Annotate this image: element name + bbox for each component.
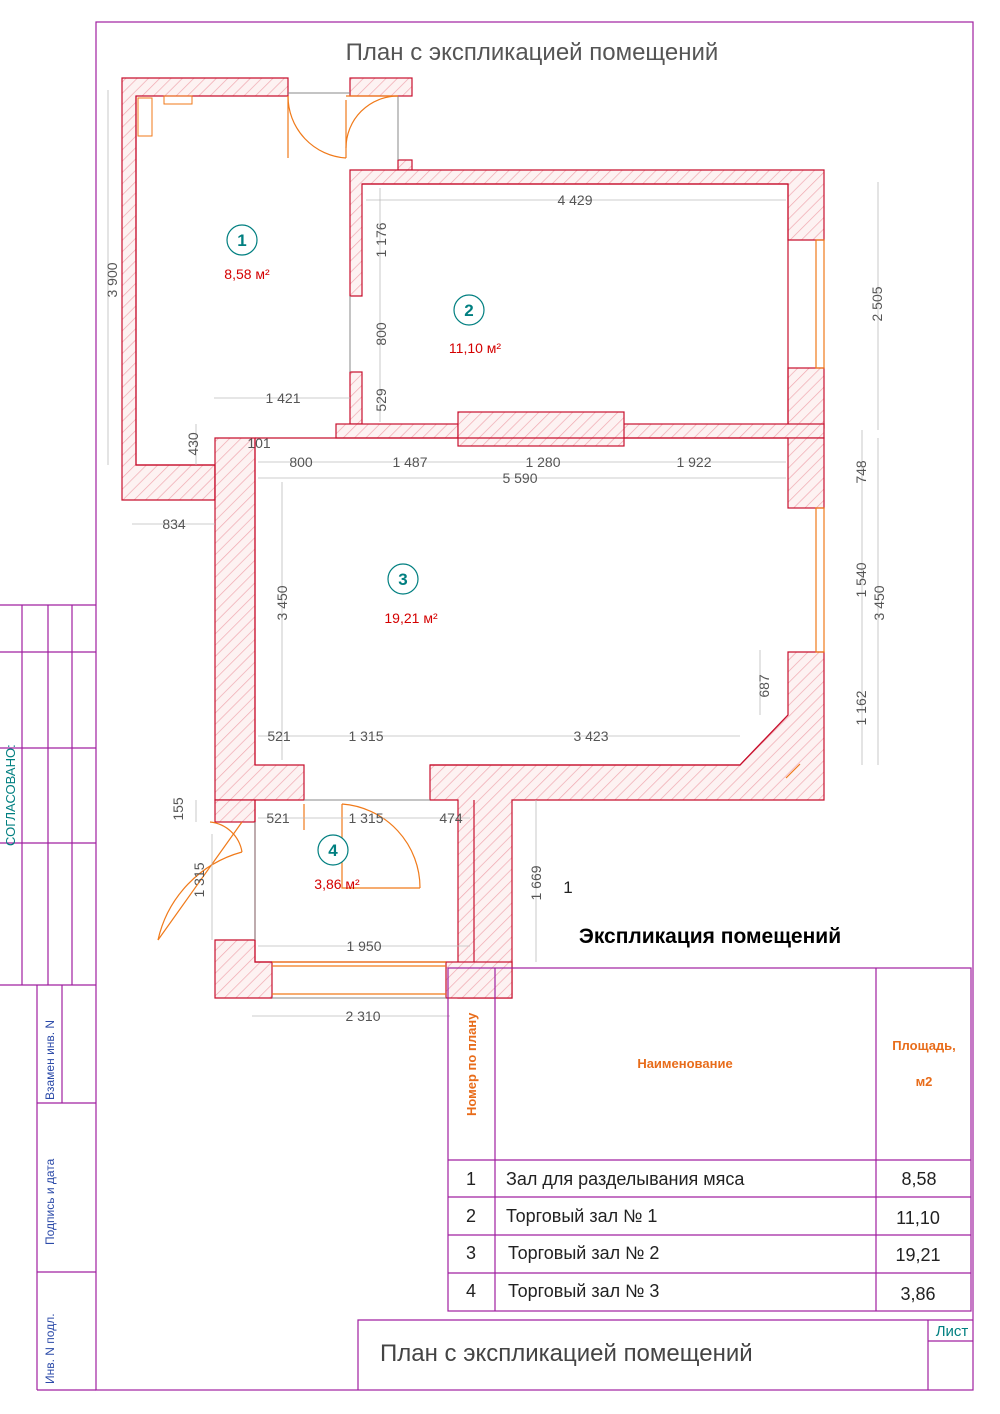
dim-800-room2: 800: [373, 322, 389, 346]
row-2-area: 11,10: [896, 1208, 940, 1228]
openings: [254, 92, 446, 999]
dim-521-room4: 521: [266, 810, 290, 826]
row-1-area: 8,58: [901, 1169, 936, 1189]
page-title: План с экспликацией помещений: [346, 39, 719, 66]
side-label-signature: Подпись и дата: [43, 1158, 57, 1245]
dim-3450-right: 3 450: [871, 585, 887, 620]
dim-529: 529: [373, 388, 389, 412]
table-row: 2 Торговый зал № 1 11,10: [466, 1206, 940, 1228]
table-row: 4 Торговый зал № 3 3,86: [466, 1281, 936, 1304]
wall-room-2-left-pier: [349, 371, 363, 425]
dim-1315-door: 1 315: [191, 862, 207, 897]
dim-748: 748: [853, 460, 869, 484]
table-row: 1 Зал для разделывания мяса 8,58: [466, 1169, 937, 1189]
dim-1950: 1 950: [346, 938, 381, 954]
dim-3423: 3 423: [573, 728, 608, 744]
row-4-name: Торговый зал № 3: [508, 1281, 659, 1301]
dimension-lines: [107, 90, 879, 1017]
row-1-number: 1: [466, 1169, 476, 1189]
room-number-2: 2: [464, 301, 473, 320]
wall-middle-niche: [457, 411, 625, 447]
table-row: 3 Торговый зал № 2 19,21: [466, 1243, 941, 1265]
row-3-area: 19,21: [895, 1245, 940, 1265]
dim-1315-room4: 1 315: [348, 810, 383, 826]
stamp-title: План с экспликацией помещений: [380, 1340, 753, 1367]
wall-room-1-stub: [397, 159, 413, 171]
row-3-name: Торговый зал № 2: [508, 1243, 659, 1263]
dim-1487: 1 487: [392, 454, 427, 470]
dim-1280: 1 280: [525, 454, 560, 470]
row-2-number: 2: [466, 1206, 476, 1226]
explication-title: Экспликация помещений: [579, 925, 841, 948]
wall-room-2: [349, 169, 825, 297]
side-label-replace-inv: Взамен инв. N: [43, 1020, 57, 1100]
dim-521-room3: 521: [267, 728, 291, 744]
dim-2505: 2 505: [869, 286, 885, 321]
wall-room-2-right-pier: [787, 367, 825, 429]
dim-1162: 1 162: [853, 690, 869, 725]
col-header-area-1: Площадь,: [892, 1038, 956, 1053]
walls: [121, 77, 825, 999]
dim-2310: 2 310: [345, 1008, 380, 1024]
row-2-name: Торговый зал № 1: [506, 1206, 657, 1226]
dim-1669: 1 669: [528, 865, 544, 900]
windows: [272, 239, 825, 995]
room-area-1: 8,58 м²: [224, 266, 270, 282]
dim-155: 155: [170, 797, 186, 821]
room-marker-2[interactable]: 2 11,10 м²: [449, 294, 502, 356]
sheet-frame: [0, 21, 974, 1391]
sheet-label: Лист: [936, 1323, 969, 1340]
dim-687: 687: [756, 674, 772, 698]
col-header-name: Наименование: [637, 1056, 732, 1071]
room-area-4: 3,86 м²: [314, 876, 360, 892]
fixtures-room-1: [137, 95, 193, 137]
row-4-area: 3,86: [900, 1284, 935, 1304]
room-number-3: 3: [398, 570, 407, 589]
room-number-1: 1: [237, 231, 246, 250]
dim-1176: 1 176: [373, 222, 389, 257]
room-marker-3[interactable]: 3 19,21 м²: [384, 563, 438, 626]
room-area-3: 19,21 м²: [384, 610, 438, 626]
stray-label: 1: [563, 878, 572, 897]
doors: [157, 95, 801, 941]
agreed-label: СОГЛАСОВАНО:: [3, 744, 18, 846]
wall-room-4-top-left: [214, 799, 256, 823]
room-area-2: 11,10 м²: [449, 340, 502, 356]
row-4-number: 4: [466, 1281, 476, 1301]
dim-3900: 3 900: [104, 262, 120, 297]
dim-5590: 5 590: [502, 470, 537, 486]
wall-room-3-left: [214, 437, 305, 801]
explication-table: [447, 967, 972, 1312]
room-outlines: [135, 96, 789, 963]
wall-middle-right: [601, 423, 825, 439]
room-number-4: 4: [328, 841, 338, 860]
dim-834: 834: [162, 516, 186, 532]
col-header-number: Номер по плану: [464, 1012, 479, 1116]
dim-101: 101: [247, 435, 271, 451]
col-header-area-2: м2: [916, 1074, 933, 1089]
dim-1540: 1 540: [853, 562, 869, 597]
room-marker-4[interactable]: 4 3,86 м²: [314, 834, 360, 892]
dim-4429: 4 429: [557, 192, 592, 208]
dim-800-room3: 800: [289, 454, 313, 470]
dim-474: 474: [439, 810, 463, 826]
row-1-name: Зал для разделывания мяса: [506, 1169, 745, 1189]
dim-1421: 1 421: [265, 390, 300, 406]
dim-430: 430: [185, 432, 201, 456]
room-marker-1[interactable]: 1 8,58 м²: [224, 224, 270, 282]
dimension-labels: 3 900 1 176 4 429 2 505 800 529 1 421 43…: [104, 192, 887, 1024]
dim-3450-room3: 3 450: [274, 585, 290, 620]
dim-1922: 1 922: [676, 454, 711, 470]
wall-room-4-bottom-left: [214, 939, 273, 999]
wall-middle-left: [335, 423, 459, 439]
wall-room-3-right-pier: [787, 437, 825, 509]
dim-1315-room3: 1 315: [348, 728, 383, 744]
side-label-inv-original: Инв. N подл.: [43, 1313, 57, 1384]
wall-room-1-top-right: [349, 77, 413, 97]
row-3-number: 3: [466, 1243, 476, 1263]
